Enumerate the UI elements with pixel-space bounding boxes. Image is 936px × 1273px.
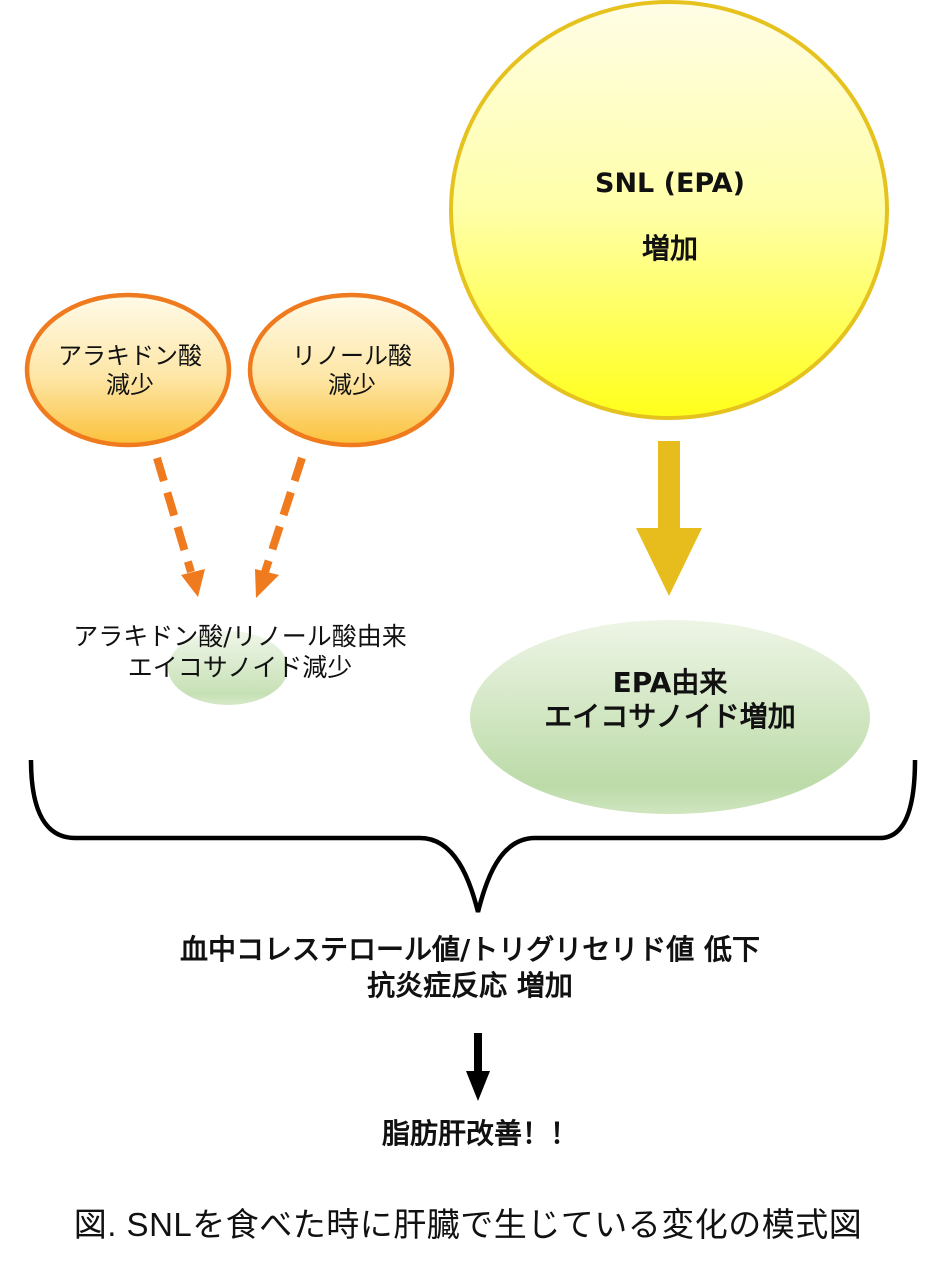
snl-increase-label: 増加 (641, 232, 698, 265)
linoleic-change: 減少 (328, 371, 376, 400)
combined-effects-label: 血中コレステロール値/トリグリセリド値 低下 抗炎症反応 増加 (60, 932, 880, 1005)
combined-line1: 血中コレステロール値/トリグリセリド値 低下 (180, 933, 760, 966)
final-outcome-label: 脂肪肝改善！！ (381, 1117, 578, 1150)
curly-brace (28, 759, 918, 913)
epa-result-ellipse (470, 620, 870, 814)
left-result-label: アラキドン酸/リノール酸由来 エイコサノイド減少 (20, 622, 460, 683)
snl-circle (449, 0, 889, 420)
linoleic-name: リノール酸 (292, 342, 412, 370)
left-result-ellipse (168, 631, 288, 705)
dashed-arrow-left (153, 456, 205, 597)
epa-result-line2: エイコサノイド増加 (544, 700, 796, 734)
black-arrow (466, 1033, 490, 1101)
figure-caption: 図. SNLを食べた時に肝臓で生じている変化の模式図 (73, 1206, 863, 1243)
gold-block-arrow (636, 441, 702, 596)
arachidonic-label: アラキドン酸 減少 (30, 342, 230, 401)
snl-label: SNL (EPA) (595, 168, 745, 199)
combined-line2: 抗炎症反応 増加 (367, 969, 573, 1003)
epa-result-line1: EPA由来 (612, 666, 728, 699)
dashed-arrow-right (255, 456, 306, 598)
arachidonic-name: アラキドン酸 (58, 342, 202, 370)
arachidonic-change: 減少 (106, 371, 154, 400)
left-result-line1: アラキドン酸/リノール酸由来 (73, 622, 407, 651)
epa-result-label: EPA由来 エイコサノイド増加 (470, 666, 870, 734)
left-result-line2: エイコサノイド減少 (127, 652, 353, 682)
arachidonic-ellipse (24, 292, 232, 448)
linoleic-ellipse (247, 292, 455, 448)
linoleic-label: リノール酸 減少 (252, 342, 452, 401)
